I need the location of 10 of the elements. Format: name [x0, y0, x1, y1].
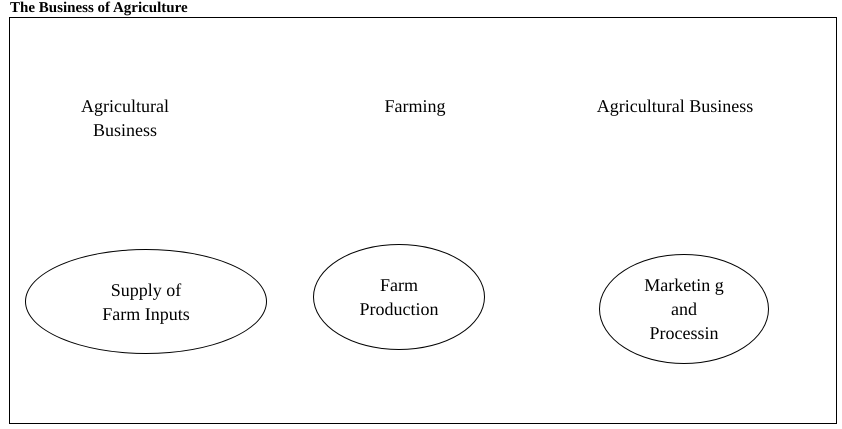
node-label: Farm Production	[358, 274, 440, 321]
column-heading: Agricultural Business	[596, 95, 754, 118]
ellipse	[25, 249, 267, 354]
title: The Business of Agriculture	[10, 0, 188, 16]
ellipse	[313, 244, 485, 350]
column-heading: Farming	[384, 95, 446, 118]
column-heading: Agricultural Business	[80, 95, 170, 142]
ellipse	[599, 254, 769, 364]
node-label: Marketin g and Processin	[643, 274, 725, 345]
node-label: Supply of Farm Inputs	[101, 278, 191, 326]
